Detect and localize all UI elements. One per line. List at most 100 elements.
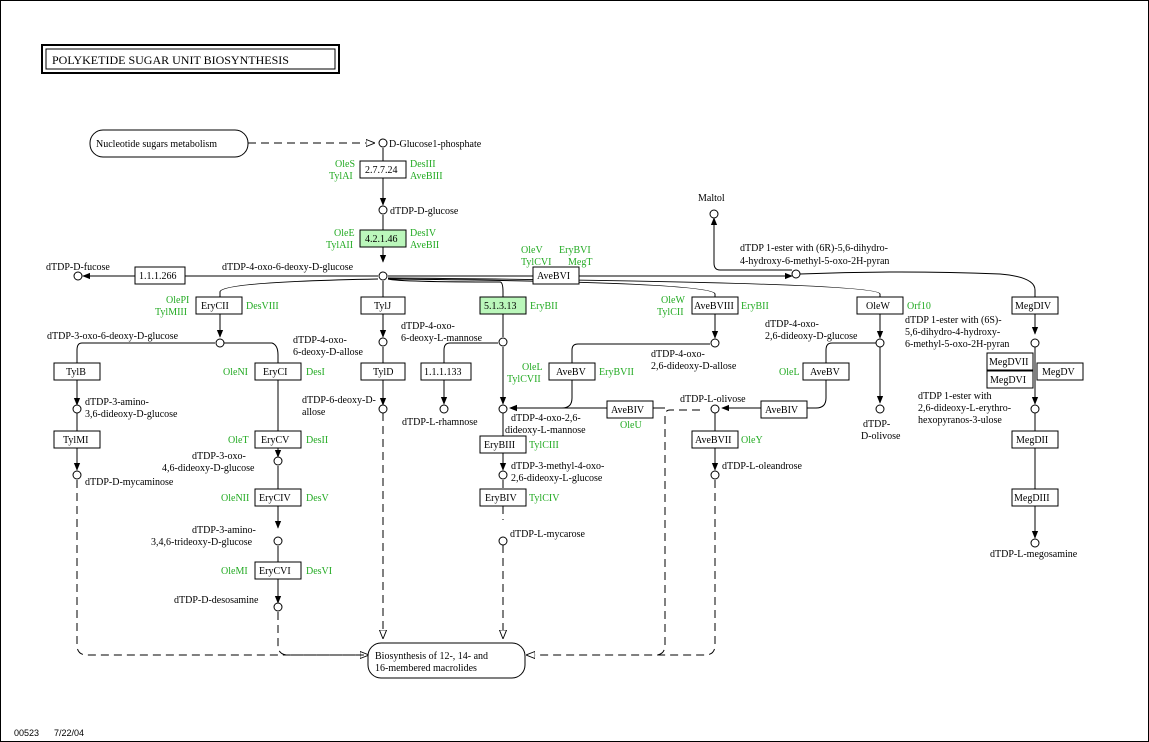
node-oxo46-allose[interactable] [378,337,388,347]
gene-tylCVI[interactable]: TylCVI [521,257,551,268]
node-maltol[interactable] [709,209,719,219]
gene-desVI[interactable]: DesVI [306,566,332,577]
enzyme-box-eryBIII[interactable] [479,435,527,454]
compound-mycaminose: dTDP-D-mycaminose [85,477,174,488]
enzyme-box-eryBIV[interactable] [479,488,527,507]
node-erythro[interactable] [1030,404,1040,414]
compound-erythro-1: dTDP 1-ester with [918,391,992,402]
node-ester6r[interactable] [791,269,801,279]
gene-oleNI[interactable]: OleNI [223,367,248,378]
title-box-inner [45,48,336,70]
gene-desIII[interactable]: DesIII [410,159,436,170]
node-fucose[interactable] [73,271,83,281]
gene-tylCIV[interactable]: TylCIV [529,493,560,504]
node-mycaminose[interactable] [72,470,82,480]
enzyme-box-tylJ[interactable] [360,296,406,315]
enzyme-box-megDIII[interactable] [1011,488,1059,507]
node-oxo426-allose[interactable] [710,338,720,348]
enzyme-box-1.1.1.133[interactable] [420,362,472,381]
gene-oleV[interactable]: OleV [521,245,543,256]
enzyme-box-megDV[interactable] [1036,362,1084,381]
enzyme-box-aveBVII[interactable] [691,430,739,449]
enzyme-box-tylB[interactable] [53,362,101,381]
node-glc1p[interactable] [378,138,388,148]
enzyme-box-megDVII[interactable] [986,352,1034,371]
enzyme-box-tylD[interactable] [360,362,406,381]
gene-tylMIII[interactable]: TylMIII [155,307,187,318]
node-mycarose[interactable] [498,536,508,546]
enzyme-box-aveBV-b[interactable] [802,362,850,381]
gene-desVIII[interactable]: DesVIII [246,301,279,312]
gene-oleL-a[interactable]: OleL [522,362,543,373]
enzyme-box-eryCII[interactable] [195,296,243,315]
gene-oleS[interactable]: OleS [335,159,355,170]
enzyme-box-2.7.7.24[interactable] [359,160,407,179]
node-amino346[interactable] [273,536,283,546]
node-rhamnose[interactable] [439,404,449,414]
gene-oleMI[interactable]: OleMI [221,566,248,577]
node-desosamine[interactable] [273,602,283,612]
node-deoxy6-allose[interactable] [378,404,388,414]
node-oxo426-mannose[interactable] [498,404,508,414]
enzyme-box-megDII[interactable] [1011,430,1059,449]
enzyme-box-aveBVI[interactable] [532,266,580,285]
gene-olePI[interactable]: OlePI [166,295,189,306]
gene-tylCIII[interactable]: TylCIII [529,440,559,451]
gene-oleW[interactable]: OleW [661,295,685,306]
gene-oleL-b[interactable]: OleL [779,367,800,378]
gene-aveBII[interactable]: AveBII [410,240,439,251]
enzyme-box-oleW[interactable] [856,296,904,315]
gene-eryBVI[interactable]: EryBVI [559,245,591,256]
enzyme-box-5.1.3.13[interactable] [479,296,527,315]
node-megosamine[interactable] [1030,538,1040,548]
gene-oleU[interactable]: OleU [620,420,642,431]
gene-oleY[interactable]: OleY [741,435,763,446]
enzyme-box-eryCV[interactable] [254,430,302,449]
map-nucleotide-sugars[interactable] [89,129,249,158]
gene-tylAI[interactable]: TylAI [329,171,353,182]
enzyme-box-tylMI[interactable] [53,430,101,449]
enzyme-box-eryCIV[interactable] [254,488,302,507]
gene-desIV[interactable]: DesIV [410,228,437,239]
enzyme-box-1.1.1.266[interactable] [134,266,186,285]
compound-methyl-1: dTDP-3-methyl-4-oxo- [511,461,604,472]
node-oxo426-glc[interactable] [875,338,885,348]
enzyme-box-eryCVI[interactable] [254,561,302,580]
node-ester6s[interactable] [1030,338,1040,348]
gene-eryBII-top[interactable]: EryBII [530,301,558,312]
gene-eryBII-r[interactable]: EryBII [741,301,769,312]
gene-orf10[interactable]: Orf10 [907,301,931,312]
gene-oleT[interactable]: OleT [228,435,249,446]
node-methyl[interactable] [498,470,508,480]
node-oxo346[interactable] [273,456,283,466]
gene-megT[interactable]: MegT [568,257,592,268]
node-oxo46[interactable] [378,271,388,281]
enzyme-box-aveBVIII[interactable] [691,296,739,315]
node-oxo46-mannose[interactable] [498,337,508,347]
gene-desI[interactable]: DesI [306,367,325,378]
enzyme-box-aveBIV-a[interactable] [606,400,654,419]
gene-desII[interactable]: DesII [306,435,328,446]
gene-desV[interactable]: DesV [306,493,330,504]
enzyme-box-aveBV-a[interactable] [548,362,596,381]
gene-eryBVII[interactable]: EryBVII [599,367,634,378]
node-d-olivose[interactable] [875,404,885,414]
enzyme-box-eryCI[interactable] [254,362,302,381]
node-amino36[interactable] [72,404,82,414]
gene-tylAII[interactable]: TylAII [326,240,353,251]
enzyme-box-megDVI[interactable] [986,370,1034,389]
enzyme-box-megDIV[interactable] [1011,296,1059,315]
gene-aveBIII[interactable]: AveBIII [410,171,443,182]
node-oleandrose[interactable] [710,470,720,480]
gene-tylCII[interactable]: TylCII [657,307,684,318]
map-macrolides[interactable] [367,642,526,679]
gene-oleNII[interactable]: OleNII [221,493,249,504]
node-olivose[interactable] [710,404,720,414]
node-oxo36[interactable] [215,338,225,348]
enzyme-box-aveBIV-b[interactable] [760,400,808,419]
enzyme-box-4.2.1.46[interactable] [359,229,407,248]
gene-oleE[interactable]: OleE [334,228,355,239]
node-dtdp-glucose[interactable] [378,205,388,215]
gene-tylCVII[interactable]: TylCVII [507,374,541,385]
map-date: 7/22/04 [54,728,84,738]
